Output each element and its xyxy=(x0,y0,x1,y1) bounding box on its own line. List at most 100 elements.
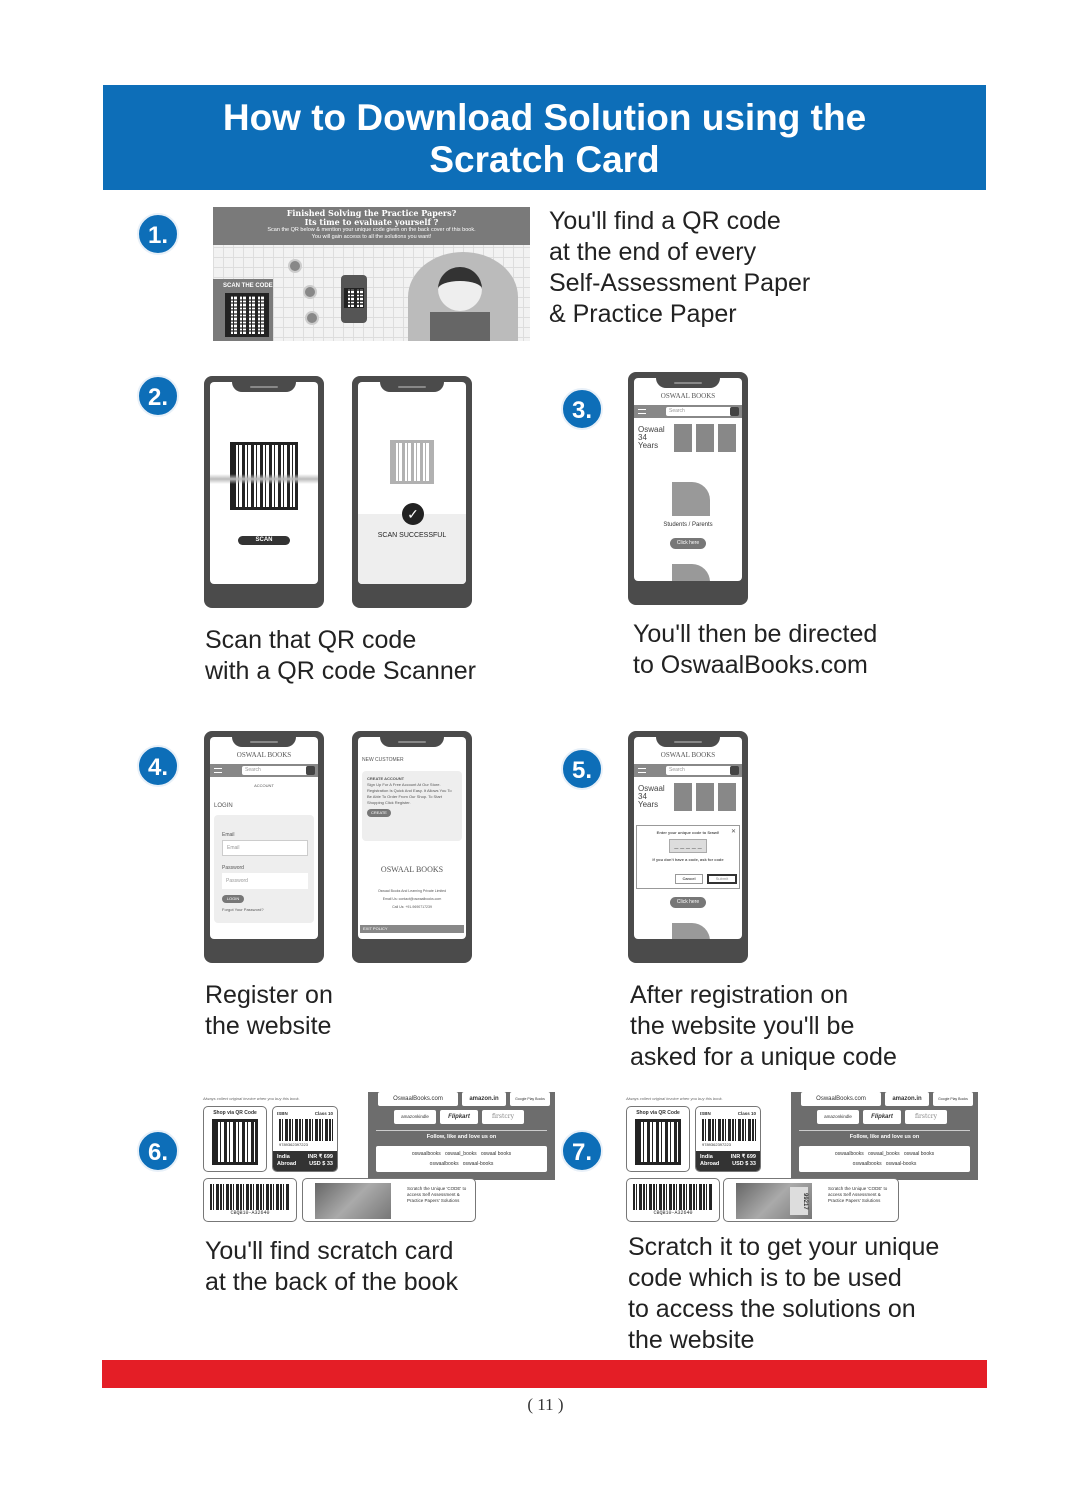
india-label: India xyxy=(277,1154,290,1160)
store-flipkart: Flipkart xyxy=(440,1110,478,1124)
phone-scan-success: ✓ SCAN SUCCESSFUL xyxy=(352,376,472,608)
book-back-cover-scratched: Always collect original invoice when you… xyxy=(623,1092,978,1222)
menu-icon[interactable] xyxy=(214,768,222,773)
create-account-text: Sign Up For A Free Account At Our Store.… xyxy=(367,782,452,805)
check-icon: ✓ xyxy=(402,503,424,525)
step-5-badge: 5. xyxy=(561,748,603,790)
store-google-play: Google Play Books xyxy=(933,1092,973,1106)
store-kindle: amazonkindle xyxy=(817,1110,859,1124)
login-heading: LOGIN xyxy=(214,803,233,809)
stores-panel: OswaalBooks.com amazon.in Google Play Bo… xyxy=(368,1092,555,1180)
books-banner xyxy=(674,424,740,452)
exit-policy-bar[interactable]: EXIT POLICY xyxy=(360,925,464,933)
scan-button[interactable]: SCAN xyxy=(238,536,290,545)
search-input[interactable]: Search xyxy=(242,766,308,775)
step-2-badge: 2. xyxy=(137,375,179,417)
isbn-label: ISBN xyxy=(277,1111,288,1116)
phone-unique-code: OSWAAL BOOKS Search Oswaal 34 Years Ente… xyxy=(628,731,748,963)
contact-phone: Call Us: +91-9690717239 xyxy=(392,905,432,909)
search-input[interactable]: Search xyxy=(666,766,732,775)
follow-label: Follow, like and love us on xyxy=(849,1134,920,1140)
create-button[interactable]: CREATE xyxy=(367,809,391,817)
scratch-card[interactable]: 99217 xyxy=(736,1183,812,1219)
submit-button[interactable]: Submit xyxy=(707,874,737,884)
step-1-text: You'll find a QR code at the end of every… xyxy=(549,206,810,330)
new-customer-heading: NEW CUSTOMER xyxy=(362,757,404,763)
search-icon[interactable] xyxy=(730,766,739,775)
phone-scan: SCAN xyxy=(204,376,324,608)
practice-paper-qr-image: Finished Solving the Practice Papers? It… xyxy=(213,207,530,341)
page-number: ( 11 ) xyxy=(527,1395,564,1414)
email-label: Email xyxy=(222,832,235,838)
isbn-number: 9789362397223 xyxy=(279,1142,308,1147)
abroad-label: Abroad xyxy=(700,1161,720,1167)
login-button[interactable]: LOGIN xyxy=(222,895,244,903)
search-input[interactable]: Search xyxy=(666,407,732,416)
scan-success-text: SCAN SUCCESSFUL xyxy=(377,532,447,539)
title-line-2: Scratch Card xyxy=(429,139,660,180)
click-here-button[interactable]: Click here xyxy=(670,897,706,908)
text-line: at the end of every xyxy=(549,238,757,266)
banner-text: Oswaal 34 Years xyxy=(638,425,665,450)
password-field[interactable]: Password xyxy=(222,873,308,889)
cancel-button[interactable]: Cancel xyxy=(675,874,703,884)
x-handle: oswaal_books xyxy=(867,1151,900,1157)
text-line: After registration on xyxy=(630,981,849,1009)
circle-icon xyxy=(288,259,302,273)
store-oswaal: OswaalBooks.com xyxy=(801,1092,881,1106)
india-label: India xyxy=(700,1154,713,1160)
phone-login: OSWAAL BOOKS Search ACCOUNT LOGIN Email … xyxy=(204,731,324,963)
email-field[interactable]: Email xyxy=(222,840,308,856)
x-handle: oswaal_books xyxy=(444,1151,477,1157)
code-input[interactable]: _ _ _ _ _ xyxy=(669,839,707,853)
banner-text: Oswaal 34 Years xyxy=(638,784,665,809)
student-illustration xyxy=(408,252,518,341)
text-line: Register on xyxy=(205,981,333,1009)
store-kindle: amazonkindle xyxy=(394,1110,436,1124)
click-here-button[interactable]: Click here xyxy=(670,538,706,549)
class-label: Class 10 xyxy=(314,1111,333,1116)
circle-icon xyxy=(305,311,319,325)
text-line: to access the solutions on xyxy=(628,1295,916,1323)
footer-bar xyxy=(102,1360,987,1388)
company-name: Oswaal Books And Learning Private Limite… xyxy=(377,889,447,893)
search-icon[interactable] xyxy=(730,407,739,416)
text-line: code which is to be used xyxy=(628,1264,902,1292)
text-line: the website you'll be xyxy=(630,1012,855,1040)
contact-email: Email Us: contact@oswaalbooks.com xyxy=(382,897,442,901)
facebook-handle: oswaalbooks xyxy=(411,1151,441,1157)
scratch-instructions: Scratch the Unique 'CODE' to access Self… xyxy=(828,1186,888,1203)
forgot-password-link[interactable]: Forgot Your Password? xyxy=(222,907,264,912)
usd-price: USD $ 33 xyxy=(309,1161,333,1167)
isbn-label: ISBN xyxy=(700,1111,711,1116)
search-icon[interactable] xyxy=(306,766,315,775)
book-barcode xyxy=(210,1184,290,1210)
isbn-barcode xyxy=(279,1119,333,1141)
text-line: You'll find a QR code xyxy=(549,207,781,235)
text-line: Scan that QR code xyxy=(205,626,417,654)
circle-icon xyxy=(303,285,317,299)
text-line: the website xyxy=(628,1326,755,1354)
text-line: asked for a unique code xyxy=(630,1043,897,1071)
menu-icon[interactable] xyxy=(638,768,646,773)
student-image xyxy=(672,482,710,516)
text-line: & Practice Paper xyxy=(549,300,737,328)
page-title-banner: How to Download Solution using the Scrat… xyxy=(103,85,986,190)
site-logo: OSWAAL BOOKS xyxy=(660,751,716,759)
menu-icon[interactable] xyxy=(638,409,646,414)
qr-code-icon xyxy=(390,440,434,484)
linkedin-handle: oswaal-books xyxy=(885,1161,917,1167)
step-7-badge: 7. xyxy=(561,1130,603,1172)
book-barcode xyxy=(633,1184,713,1210)
shop-qr-label: Shop via QR Code xyxy=(213,1110,257,1116)
class-label: Class 10 xyxy=(737,1111,756,1116)
unique-code-dialog: Enter your unique code to Srawl! ✕ _ _ _… xyxy=(636,825,740,889)
step-4-badge: 4. xyxy=(137,745,179,787)
close-icon[interactable]: ✕ xyxy=(730,829,736,835)
phone-icon xyxy=(341,275,367,323)
store-google-play: Google Play Books xyxy=(510,1092,550,1106)
site-logo: OSWAAL BOOKS xyxy=(380,865,444,874)
scratch-card[interactable] xyxy=(315,1183,391,1219)
book-code: CBQB10-A32640 xyxy=(653,1210,693,1216)
